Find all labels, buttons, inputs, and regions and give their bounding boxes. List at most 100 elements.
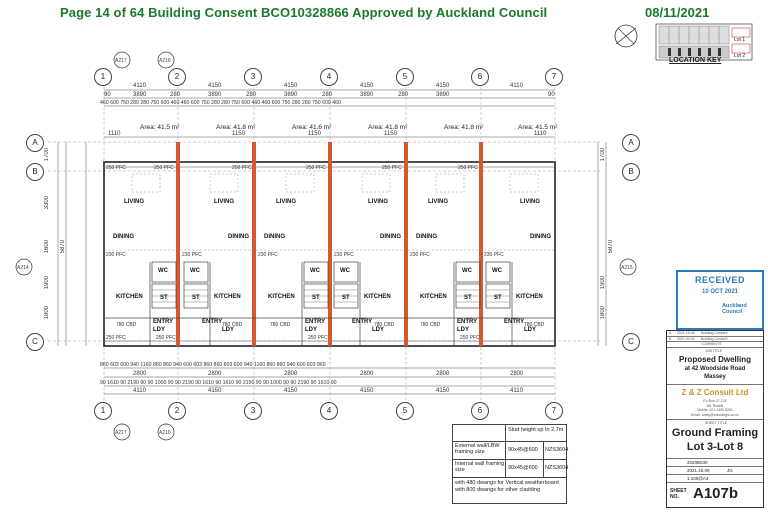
pfc-label-5: 250 PFC — [382, 165, 402, 171]
room-entry-5: ENTRY — [457, 319, 478, 325]
room-entry-2: ENTRY — [202, 319, 223, 325]
company-addr-3: Mobile: 021 0490 8291 — [697, 408, 733, 412]
dim-bottom-sub: 90 1610 90 2190 90 90 1000 90 90 2190 90… — [100, 380, 337, 386]
location-key-title: LOCATION KEY — [669, 57, 722, 64]
dim-top-sub-7: 280 — [322, 92, 333, 98]
dim-bottom-overall-5: 4150 — [436, 388, 450, 394]
cbd-label-6: 780 CBD — [524, 322, 545, 328]
grid-col-4-bottom: 4 — [320, 402, 338, 420]
pfc-label-2: 250 PFC — [154, 165, 174, 171]
area-lot-8: Area: 41.5 m² — [518, 124, 558, 131]
dim-top-sub-5: 280 — [246, 92, 257, 98]
lot2-label: Lot 2 — [734, 53, 746, 59]
grid-row-c-right: C — [622, 333, 640, 351]
dim-bottom-mid-2: 2800 — [208, 371, 222, 377]
stud-height: Stud height up to 2.7m — [508, 427, 564, 433]
dim-1150-a: 1150 — [232, 131, 245, 137]
dim-left-2: 3300 — [44, 196, 50, 210]
cbd-label-1: 780 CBD — [116, 322, 137, 328]
int-wall-std: NZS3604 — [545, 465, 569, 471]
company-addr-4: Email: amey@zandzeglc.co.nz — [691, 412, 739, 417]
grid-col-3-top: 3 — [244, 68, 262, 86]
dwang-note: with 480 dwangs for Vertical weatherboar… — [455, 480, 559, 493]
job-title-caption: JOB TITLE — [705, 349, 723, 353]
pfc230-label-2: 230 PFC — [182, 252, 202, 258]
room-kitchen-4: KITCHEN — [364, 294, 391, 300]
dim-top-overall-2: 4150 — [208, 83, 222, 89]
dim-top-sub-8: 3890 — [360, 92, 374, 98]
room-st-1: ST — [160, 295, 168, 301]
rev-a-desc: Building Consent — [701, 331, 728, 335]
location-key: Lot 1 Lot 2 — [596, 18, 764, 68]
room-ldy-1: LDY — [153, 327, 165, 333]
dim-top-overall-4: 4150 — [360, 83, 374, 89]
room-living-4: LIVING — [368, 199, 389, 205]
room-entry-1: ENTRY — [153, 319, 174, 325]
drawn-by: JG — [727, 468, 733, 473]
room-dining-6: DINING — [530, 234, 551, 240]
room-kitchen-5: KITCHEN — [420, 294, 447, 300]
section-tag-right: A215 — [621, 265, 633, 271]
dim-bottom-overall-2: 4150 — [208, 388, 222, 394]
room-dining-4: DINING — [380, 234, 401, 240]
dim-bottom-fine: 860 603 600 940 1160 860 860 940 600 603… — [100, 362, 326, 368]
dim-1150-b: 1150 — [308, 131, 321, 137]
room-living-2: LIVING — [214, 199, 235, 205]
pfc250-bottom-1: 250 PFC — [106, 335, 126, 341]
room-ldy-3: LDY — [305, 327, 317, 333]
header-consent-text: Page 14 of 64 Building Consent BCO103288… — [60, 5, 548, 20]
int-wall-size: 90x45@600 — [508, 465, 538, 471]
dim-top-sub-10: 3890 — [436, 92, 450, 98]
pfc-label-6: 250 PFC — [458, 165, 478, 171]
received-date: 10 OCT 2021 — [701, 289, 739, 295]
grid-col-3-bottom: 3 — [244, 402, 262, 420]
dim-top-overall-1: 4110 — [133, 83, 146, 89]
title-block: A 2021.10.06 Building Consent B 2021.04.… — [666, 330, 764, 508]
sheet-caption-2: NO. — [670, 494, 679, 500]
area-lot-4: Area: 41.8 m² — [216, 124, 256, 131]
room-kitchen-1: KITCHEN — [116, 294, 143, 300]
auckland-council-logo: Auckland Council — [722, 303, 747, 315]
pfc-label-4: 250 PFC — [306, 165, 326, 171]
dim-bottom-overall-3: 4150 — [284, 388, 298, 394]
header-date: 08/11/2021 — [645, 5, 710, 20]
grid-col-2-bottom: 2 — [168, 402, 186, 420]
dim-bottom-mid-6: 2800 — [510, 371, 524, 377]
grid-col-1-top: 1 — [94, 68, 112, 86]
room-wc-6: WC — [492, 268, 502, 274]
int-wall-label: Internal wall framing size — [455, 461, 505, 473]
room-st-2: ST — [192, 295, 200, 301]
dim-top-sub-11: 90 — [548, 92, 555, 98]
dim-top-sub-3: 280 — [170, 92, 181, 98]
room-dining-2: DINING — [228, 234, 249, 240]
pfc250-bottom-4: 250 PFC — [460, 335, 480, 341]
scale: 1:100@A3 — [687, 476, 709, 481]
section-tag-top-a: A217 — [115, 58, 127, 64]
pfc230-label-4: 230 PFC — [334, 252, 354, 258]
grid-col-5-top: 5 — [396, 68, 414, 86]
sheet-title-line-2: Lot 3-Lot 8 — [686, 441, 744, 453]
area-lot-3: Area: 41.5 m² — [140, 124, 180, 131]
ext-wall-size: 90x45@600 — [508, 447, 538, 453]
section-tag-top-b: A216 — [159, 58, 171, 64]
company-name: Z & Z Consult Ltd — [681, 388, 749, 397]
dim-bottom-mid-1: 2800 — [133, 371, 147, 377]
dim-top-sub-1: 90 — [104, 92, 111, 98]
logo-line-2: Council — [722, 309, 743, 315]
company-addr-1: Po Box 27-131 — [703, 399, 727, 403]
logo-line-1: Auckland — [722, 303, 747, 309]
room-wc-3: WC — [310, 268, 320, 274]
dim-top-sub-4: 3890 — [208, 92, 222, 98]
room-kitchen-6: KITCHEN — [516, 294, 543, 300]
room-living-5: LIVING — [428, 199, 449, 205]
dim-1150-c: 1150 — [384, 131, 397, 137]
sheet-title-line-1: Ground Framing — [671, 427, 759, 439]
grid-row-a-left: A — [26, 134, 44, 152]
grid-col-7-bottom: 7 — [545, 402, 563, 420]
room-living-1: LIVING — [124, 199, 145, 205]
issue-date: 2021.10.09 — [687, 468, 710, 473]
area-lot-6: Area: 41.8 m² — [368, 124, 408, 131]
pfc-label-3: 250 PFC — [232, 165, 252, 171]
section-tag-bottom-a: A217 — [115, 430, 127, 436]
